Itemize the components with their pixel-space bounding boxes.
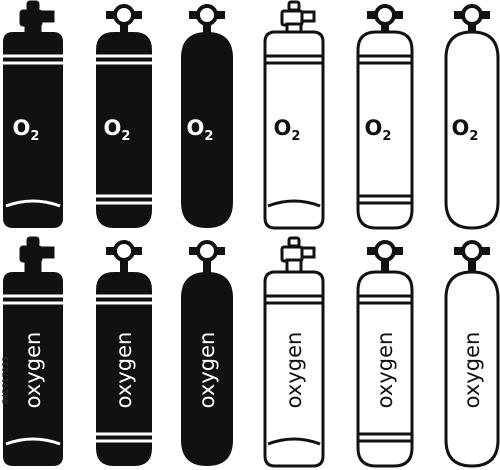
cylinder-body xyxy=(444,270,500,468)
stripe xyxy=(267,437,321,446)
oxygen-cylinder-icon: O2 xyxy=(444,4,500,230)
stock-id-text: 842917033 xyxy=(1,356,10,404)
cylinder-body xyxy=(263,30,325,230)
oxygen-label: oxygen xyxy=(373,332,397,409)
valve-icon xyxy=(19,236,55,276)
oxygen-cylinder-icon: O2 xyxy=(263,0,325,230)
oxygen-cylinder-icon: O2 xyxy=(96,4,152,228)
valve-icon xyxy=(280,0,316,36)
valve-icon xyxy=(106,240,142,274)
valve-icon xyxy=(106,4,142,34)
oxygen-label: oxygen xyxy=(21,332,45,409)
stripe xyxy=(5,199,61,208)
cylinder-body xyxy=(3,32,63,228)
cylinder-body xyxy=(3,272,63,466)
cylinder-body xyxy=(181,32,233,228)
o2-label: O2 xyxy=(104,116,131,144)
oxygen-cylinder-icon: oxygen xyxy=(96,240,152,466)
oxygen-cylinder-icon: O2 xyxy=(356,4,414,230)
oxygen-cylinder-icon: O2 xyxy=(3,0,63,228)
valve-icon xyxy=(367,4,403,34)
valve-icon xyxy=(19,0,55,36)
valve-icon xyxy=(454,4,490,34)
oxygen-label: oxygen xyxy=(112,332,136,409)
valve-icon xyxy=(454,240,490,274)
o2-label: O2 xyxy=(13,116,40,144)
o2-label: O2 xyxy=(187,116,214,144)
stripe xyxy=(267,199,321,208)
cylinder-body xyxy=(263,270,325,468)
cylinder-body xyxy=(96,32,152,228)
oxygen-cylinder-icon: oxygen xyxy=(356,240,414,468)
oxygen-cylinder-icon: oxygen xyxy=(3,236,63,466)
cylinder-body xyxy=(181,272,233,466)
oxygen-cylinder-icon: oxygen xyxy=(181,240,233,466)
oxygen-label: oxygen xyxy=(460,332,484,409)
valve-icon xyxy=(280,236,316,276)
valve-icon xyxy=(189,4,225,34)
valve-icon xyxy=(367,240,403,274)
o2-label: O2 xyxy=(452,116,479,144)
o2-label: O2 xyxy=(274,116,301,144)
oxygen-cylinder-icon: oxygen xyxy=(263,236,325,468)
oxygen-cylinder-icon: O2 xyxy=(181,4,233,228)
cylinder-body xyxy=(444,30,500,230)
o2-label: O2 xyxy=(365,116,392,144)
stripe xyxy=(5,437,61,446)
valve-icon xyxy=(189,240,225,274)
cylinder-body xyxy=(356,30,414,230)
cylinder-body xyxy=(96,272,152,466)
oxygen-cylinder-icon: oxygen xyxy=(444,240,500,468)
oxygen-label: oxygen xyxy=(282,332,306,409)
oxygen-label: oxygen xyxy=(195,332,219,409)
cylinder-body xyxy=(356,270,414,468)
